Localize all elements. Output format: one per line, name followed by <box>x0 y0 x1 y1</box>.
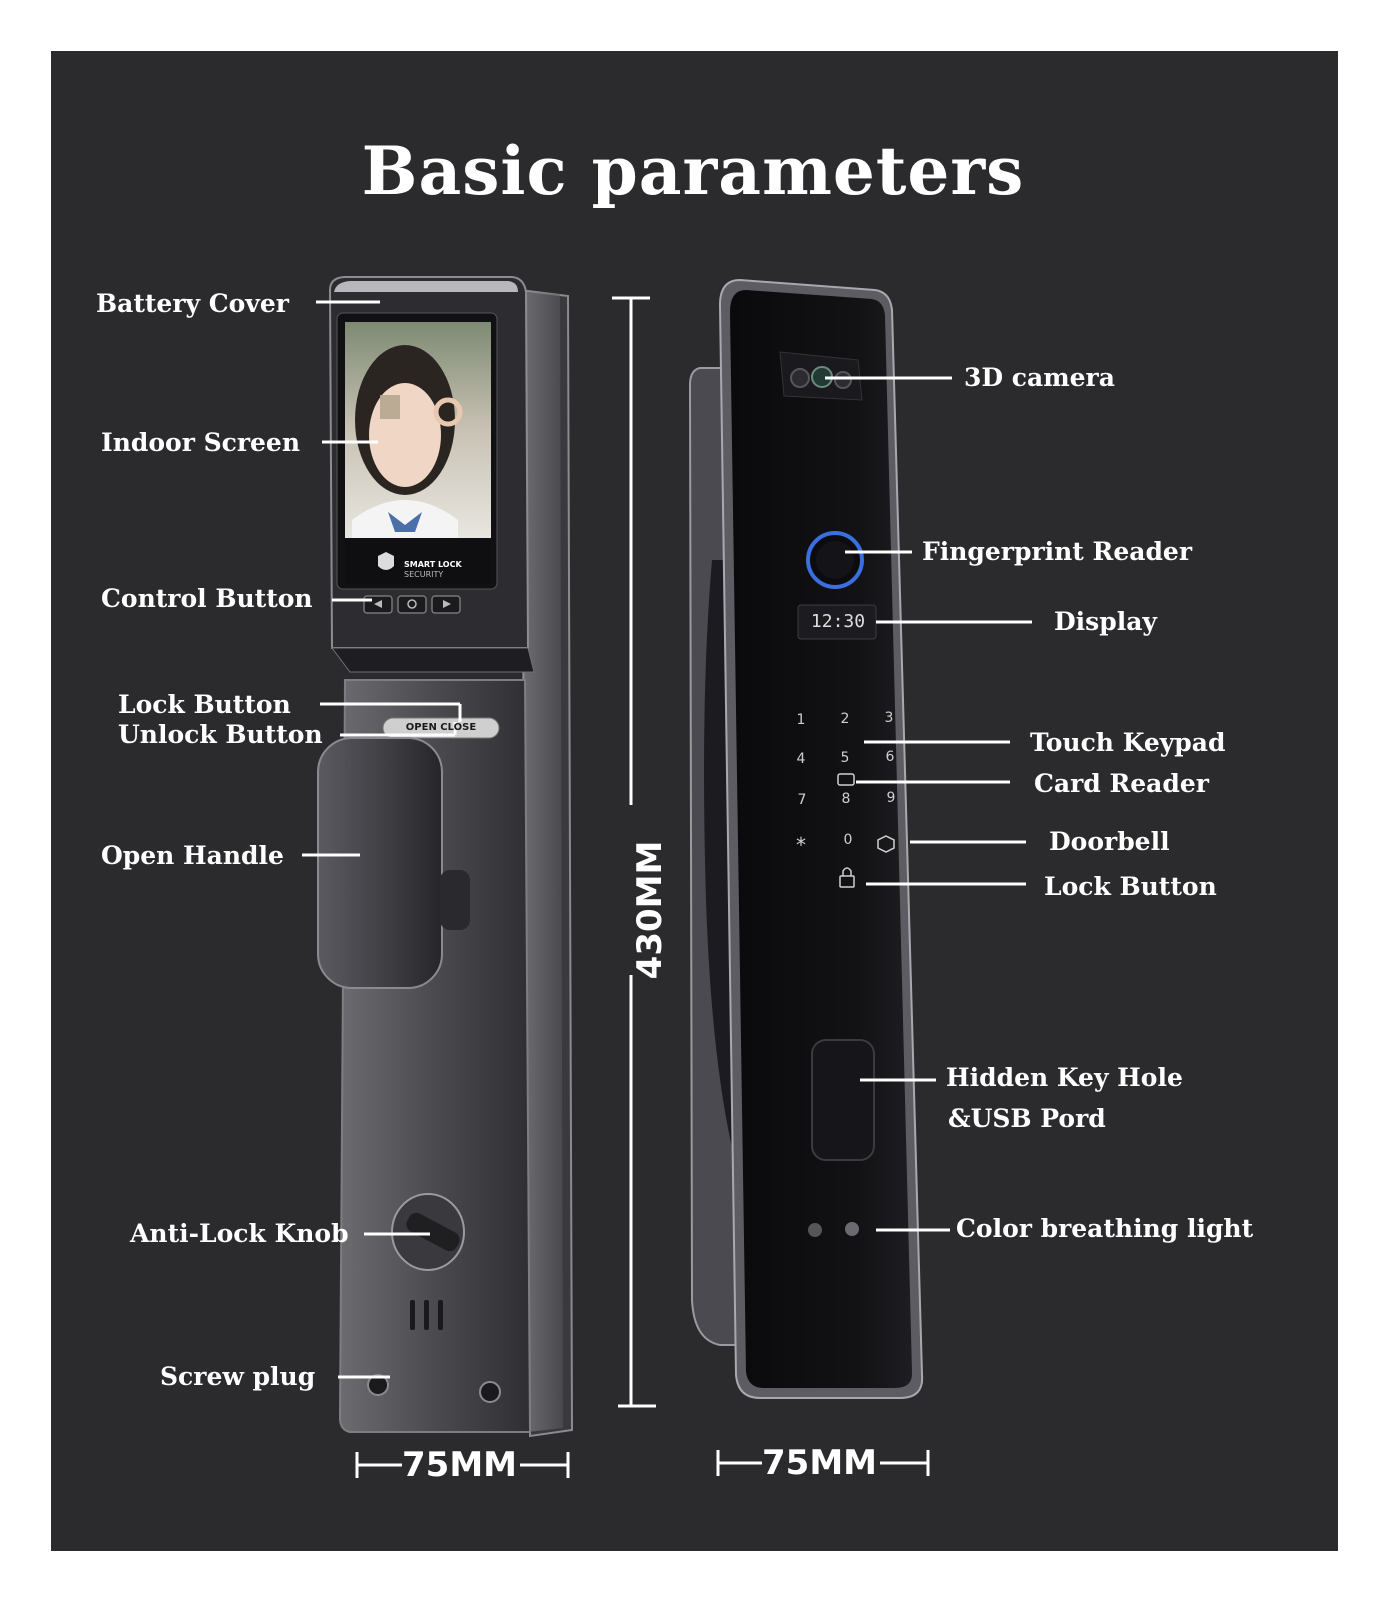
open-close-slider[interactable] <box>382 717 500 739</box>
label-doorbell: Doorbell <box>1049 827 1170 856</box>
control-button-center[interactable] <box>397 595 427 614</box>
keypad-key[interactable]: 6 <box>885 749 895 765</box>
shield-icon <box>378 552 394 570</box>
breathing-light-2 <box>845 1222 859 1236</box>
label-3d-camera: 3D camera <box>964 363 1115 392</box>
label-touch-keypad: Touch Keypad <box>1030 728 1226 757</box>
screen-brand: SMART LOCK SECURITY <box>404 560 462 580</box>
right-lock <box>688 278 924 1399</box>
leader-lines <box>302 296 1032 1478</box>
label-battery-cover: Battery Cover <box>96 289 289 318</box>
keypad-key[interactable]: 9 <box>886 790 896 806</box>
label-card-reader: Card Reader <box>1034 769 1209 798</box>
anti-lock-knob[interactable] <box>404 1210 463 1254</box>
doorbell-icon[interactable] <box>877 835 895 853</box>
label-screw-plug: Screw plug <box>160 1362 316 1391</box>
label-anti-lock-knob: Anti-Lock Knob <box>130 1219 349 1248</box>
label-breathing-light: Color breathing light <box>956 1214 1254 1243</box>
screen-brand-line1: SMART LOCK <box>404 560 462 569</box>
keypad-key[interactable]: 7 <box>797 792 807 808</box>
keypad-key[interactable]: 4 <box>796 751 806 767</box>
lock-icon[interactable] <box>839 875 855 888</box>
keypad-key[interactable]: 5 <box>840 750 850 766</box>
screw-plug <box>367 1374 389 1396</box>
label-open-handle: Open Handle <box>101 841 284 870</box>
hidden-key-hole[interactable] <box>811 1039 875 1161</box>
keypad-key[interactable]: 8 <box>841 791 851 807</box>
height-dimension: 430MM <box>630 840 670 980</box>
left-lock <box>317 276 574 1438</box>
open-handle[interactable] <box>317 737 443 989</box>
keypad-key[interactable]: 3 <box>884 710 894 726</box>
screw-plug <box>479 1381 501 1403</box>
label-display: Display <box>1054 607 1157 636</box>
label-lock-button-right: Lock Button <box>1044 872 1217 901</box>
card-reader-icon <box>837 773 855 786</box>
label-lock-button-left: Lock Button <box>118 690 291 719</box>
label-usb-port: &USB Pord <box>948 1104 1106 1133</box>
label-hidden-key-hole: Hidden Key Hole <box>946 1063 1183 1092</box>
page-title: Basic parameters <box>361 132 1025 210</box>
keypad-key[interactable]: 1 <box>796 712 806 728</box>
label-unlock-button: Unlock Button <box>118 720 323 749</box>
width-dimension-left: 75MM <box>402 1445 517 1485</box>
label-indoor-screen: Indoor Screen <box>101 428 301 457</box>
label-fingerprint-reader: Fingerprint Reader <box>922 537 1192 566</box>
width-dimension-right: 75MM <box>762 1443 877 1483</box>
keypad-key[interactable]: 2 <box>840 711 850 727</box>
display-time: 12:30 <box>810 611 866 632</box>
breathing-light-1 <box>808 1223 822 1237</box>
keypad-key[interactable]: * <box>796 833 806 857</box>
label-control-button: Control Button <box>101 584 313 613</box>
open-close-text: OPEN CLOSE <box>405 722 477 733</box>
keypad-key[interactable]: 0 <box>843 832 853 848</box>
screen-brand-line2: SECURITY <box>404 570 444 579</box>
